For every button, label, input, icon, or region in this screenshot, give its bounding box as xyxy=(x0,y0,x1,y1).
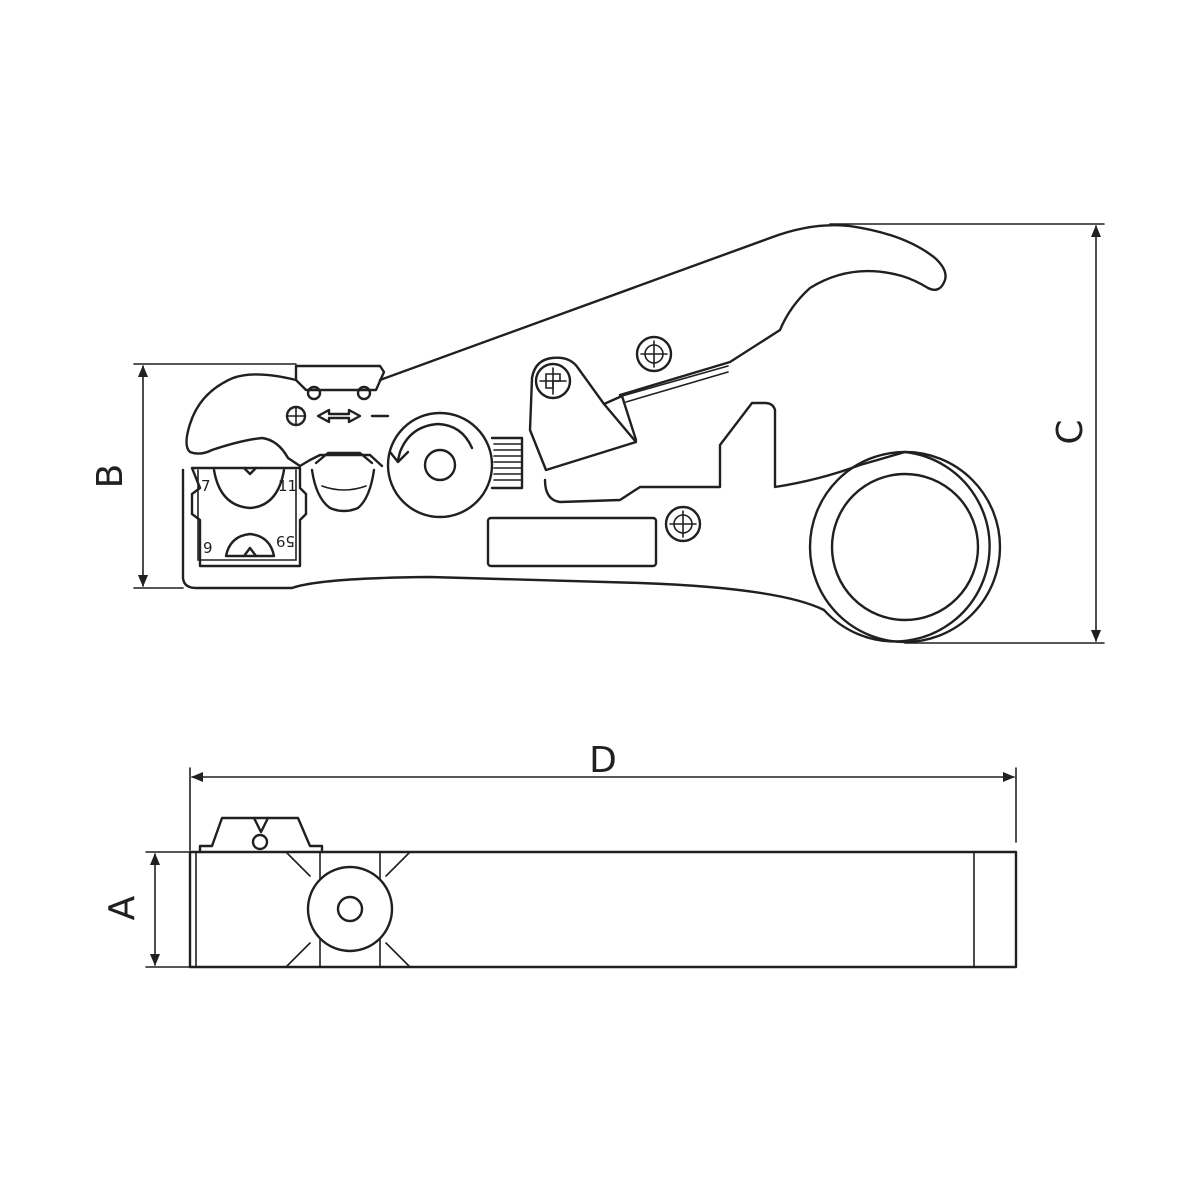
body-screw-icon xyxy=(664,505,702,543)
cable-cradle xyxy=(310,468,376,513)
cutter-cassette-inner xyxy=(197,469,297,561)
size-label-top-left: 7 xyxy=(201,477,211,495)
tool-jaw-outline xyxy=(185,373,384,468)
lever-screw-icon xyxy=(635,335,673,373)
ring-outer xyxy=(808,450,1002,644)
dimension-label-d: D xyxy=(589,740,617,781)
top-body xyxy=(188,850,1018,969)
top-jaw-head xyxy=(198,816,324,854)
knurl-teeth xyxy=(493,443,523,481)
lower-blade-notch xyxy=(242,546,258,558)
dimension-d: D xyxy=(189,740,1017,851)
top-chamfer-4 xyxy=(385,942,411,968)
top-view xyxy=(188,816,1018,969)
adjustment-wheel xyxy=(386,411,494,519)
top-chamfer-1 xyxy=(285,851,311,877)
size-label-top-right: 11 xyxy=(278,477,297,495)
cutter-cassette xyxy=(190,466,308,568)
blade-carrier-rib xyxy=(621,365,729,397)
upper-blade-arc xyxy=(212,468,286,510)
rotate-arrow-head-icon xyxy=(388,450,410,464)
side-view: 7 11 9 59 xyxy=(181,224,1002,644)
blade-carrier-slot xyxy=(602,394,638,442)
knurl-outline xyxy=(490,436,524,490)
jaw-pin-left xyxy=(306,385,322,401)
slide-screw-icon xyxy=(285,405,307,427)
jaw-pin-right xyxy=(356,385,372,401)
ring-inner xyxy=(830,472,980,622)
dimension-b: B xyxy=(90,363,297,589)
tool-lever-outline xyxy=(378,224,947,397)
top-wheel-hub xyxy=(336,895,364,923)
jaw-top-plate xyxy=(294,364,386,392)
adjustment-wheel-hub xyxy=(423,448,457,482)
pivot-screw-icon xyxy=(534,362,572,400)
top-chamfer-3 xyxy=(285,942,311,968)
v-notch xyxy=(314,451,374,465)
dimension-label-a: A xyxy=(102,895,143,920)
label-plate xyxy=(486,516,658,568)
dimension-label-b: B xyxy=(90,464,131,489)
blade-carrier xyxy=(528,356,638,472)
top-chamfer-2 xyxy=(385,851,411,877)
tool-body-outline xyxy=(181,401,991,643)
top-wheel xyxy=(306,865,394,953)
dimension-c: C xyxy=(829,223,1105,644)
blade-carrier-rib-lower xyxy=(625,371,729,403)
dimension-label-c: C xyxy=(1050,419,1091,444)
rotate-arrow-icon xyxy=(396,422,474,462)
cable-cradle-inner xyxy=(321,485,367,491)
size-label-bottom-right: 59 xyxy=(276,532,295,550)
size-label-bottom-left: 9 xyxy=(203,539,213,557)
slide-direction-icon xyxy=(316,408,362,424)
top-jaw-notch xyxy=(252,816,270,834)
dimension-a: A xyxy=(102,851,191,968)
upper-blade-notch xyxy=(242,466,258,476)
top-jaw-pin xyxy=(251,833,269,851)
lower-blade-arc xyxy=(224,532,276,558)
